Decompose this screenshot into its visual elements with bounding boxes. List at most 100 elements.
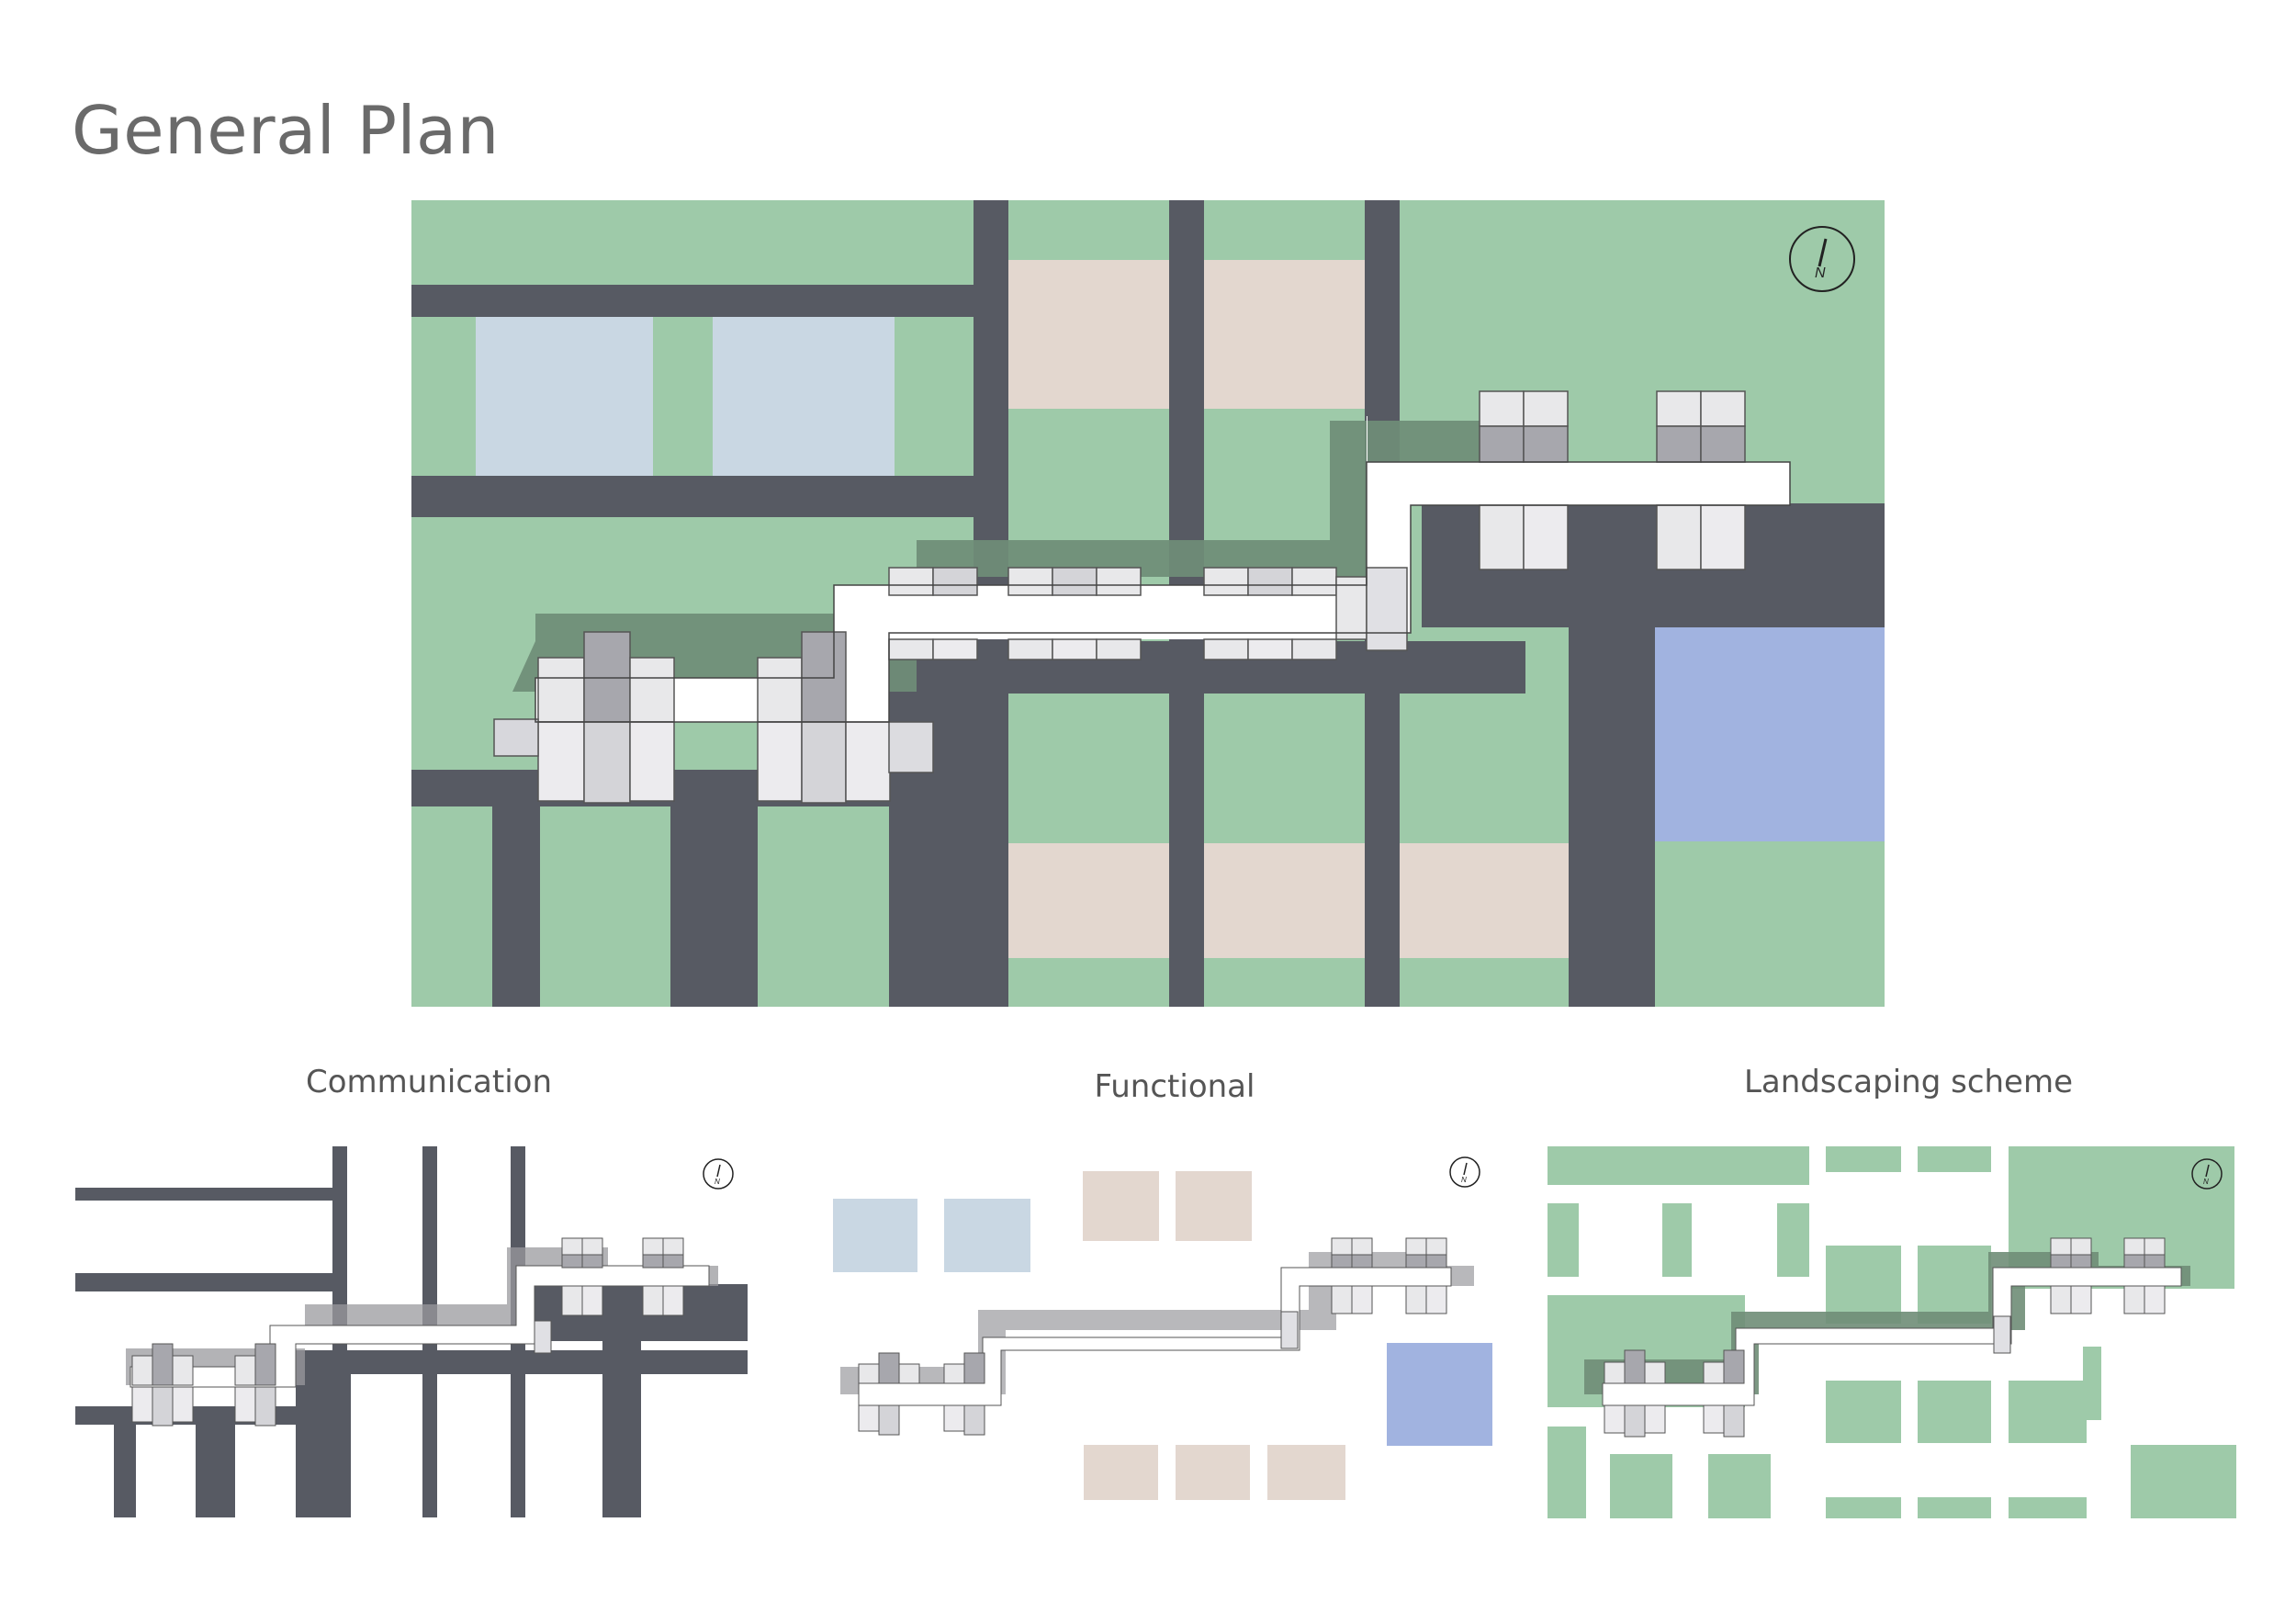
- green-area: [1662, 1203, 1692, 1277]
- road-segment: [196, 1425, 235, 1517]
- building-block: [1331, 1285, 1353, 1314]
- building-block: [1644, 1404, 1666, 1434]
- building-block: [1644, 1361, 1666, 1384]
- building-block: [1656, 390, 1702, 427]
- building-block: [1703, 1404, 1725, 1434]
- building-block: [1425, 1254, 1447, 1269]
- building-block: [1479, 425, 1525, 463]
- public-zone: [1204, 260, 1365, 409]
- building-block: [1096, 567, 1142, 596]
- building-block: [888, 567, 934, 596]
- building-block: [1523, 504, 1569, 570]
- building-block: [534, 1320, 552, 1354]
- green-area: [1826, 1246, 1901, 1324]
- residential-zones: [476, 317, 895, 476]
- building-block: [2070, 1237, 2092, 1256]
- building-block: [1052, 638, 1097, 660]
- building-block: [561, 1237, 583, 1256]
- compass-letter: N: [1461, 1176, 1467, 1184]
- road-segment: [114, 1406, 136, 1517]
- building-block: [1425, 1237, 1447, 1256]
- building-block: [1405, 1285, 1427, 1314]
- building-block: [1604, 1404, 1626, 1434]
- landscaping-title: Landscaping scheme: [1743, 1064, 2074, 1100]
- road-segment: [889, 641, 1008, 1007]
- building-block: [1405, 1254, 1427, 1269]
- communication-title: Communication: [306, 1064, 552, 1100]
- building-block: [1604, 1361, 1626, 1384]
- building-block: [932, 638, 978, 660]
- residential-zone: [476, 317, 653, 476]
- green-area: [1826, 1381, 1901, 1443]
- road-segment: [492, 770, 540, 1007]
- building-block: [2050, 1285, 2072, 1314]
- public-zone: [1008, 260, 1169, 409]
- building-block: [152, 1343, 174, 1386]
- building-overlay: [126, 1237, 718, 1427]
- building-block: [172, 1355, 194, 1386]
- building-block: [1479, 390, 1525, 427]
- building-block: [561, 1254, 583, 1269]
- compass-letter: N: [1815, 265, 1826, 281]
- building-block: [1700, 504, 1746, 570]
- building-block: [1624, 1349, 1646, 1384]
- compass-letter: N: [715, 1178, 720, 1186]
- green-area: [1918, 1246, 1991, 1324]
- building-block: [1247, 638, 1293, 660]
- building-block: [1723, 1349, 1745, 1384]
- public-zones: [1008, 260, 1569, 958]
- building-overlay: [1584, 1237, 2190, 1438]
- building-block: [581, 1285, 603, 1316]
- zones: [833, 1171, 1492, 1500]
- green-area: [1708, 1454, 1771, 1518]
- green-plot: [540, 860, 670, 1007]
- building-block: [234, 1386, 256, 1423]
- green-area: [2083, 1347, 2101, 1420]
- building-block: [1203, 567, 1249, 596]
- building-block: [2070, 1285, 2092, 1314]
- building-block: [581, 1254, 603, 1269]
- building-block: [1052, 567, 1097, 596]
- communication-diagram: N: [75, 1146, 748, 1517]
- public-zone: [1084, 1445, 1158, 1500]
- building-block: [1096, 638, 1142, 660]
- public-zone: [1176, 1171, 1252, 1241]
- building-block: [537, 721, 585, 802]
- residential-zone: [833, 1199, 917, 1272]
- green-area: [2009, 1381, 2087, 1443]
- residential-zone: [713, 317, 895, 476]
- building-block: [801, 631, 847, 723]
- building-block: [757, 657, 803, 723]
- building-block: [131, 1386, 153, 1423]
- building-block: [1656, 425, 1702, 463]
- building-spine: [858, 1267, 1452, 1406]
- building-block: [152, 1386, 174, 1427]
- road-segment: [75, 1188, 334, 1201]
- building-block: [932, 567, 978, 596]
- building-block: [878, 1404, 900, 1436]
- green-area: [1826, 1146, 1901, 1172]
- green-area: [2131, 1445, 2236, 1518]
- building-block: [1993, 1315, 2011, 1354]
- public-zone: [1008, 843, 1169, 958]
- building-block: [581, 1237, 603, 1256]
- building-block: [2144, 1285, 2166, 1314]
- building-block: [1247, 567, 1293, 596]
- building-block: [2144, 1237, 2166, 1256]
- public-zone: [1083, 1171, 1159, 1241]
- road-segment: [411, 285, 974, 317]
- spine-strip: [1367, 462, 1790, 505]
- building-block: [583, 631, 631, 723]
- green-area: [2009, 1497, 2087, 1518]
- green-area: [1777, 1203, 1809, 1277]
- general-plan-map: N: [411, 200, 1885, 1007]
- building-block: [2070, 1254, 2092, 1269]
- building-block: [2123, 1254, 2145, 1269]
- building-block: [963, 1352, 985, 1384]
- spine-outline: [535, 461, 1791, 723]
- water-zone: [1387, 1343, 1492, 1446]
- building-block: [131, 1355, 153, 1386]
- building-block: [629, 721, 675, 802]
- green-area: [1918, 1381, 1991, 1443]
- building-block: [642, 1254, 664, 1269]
